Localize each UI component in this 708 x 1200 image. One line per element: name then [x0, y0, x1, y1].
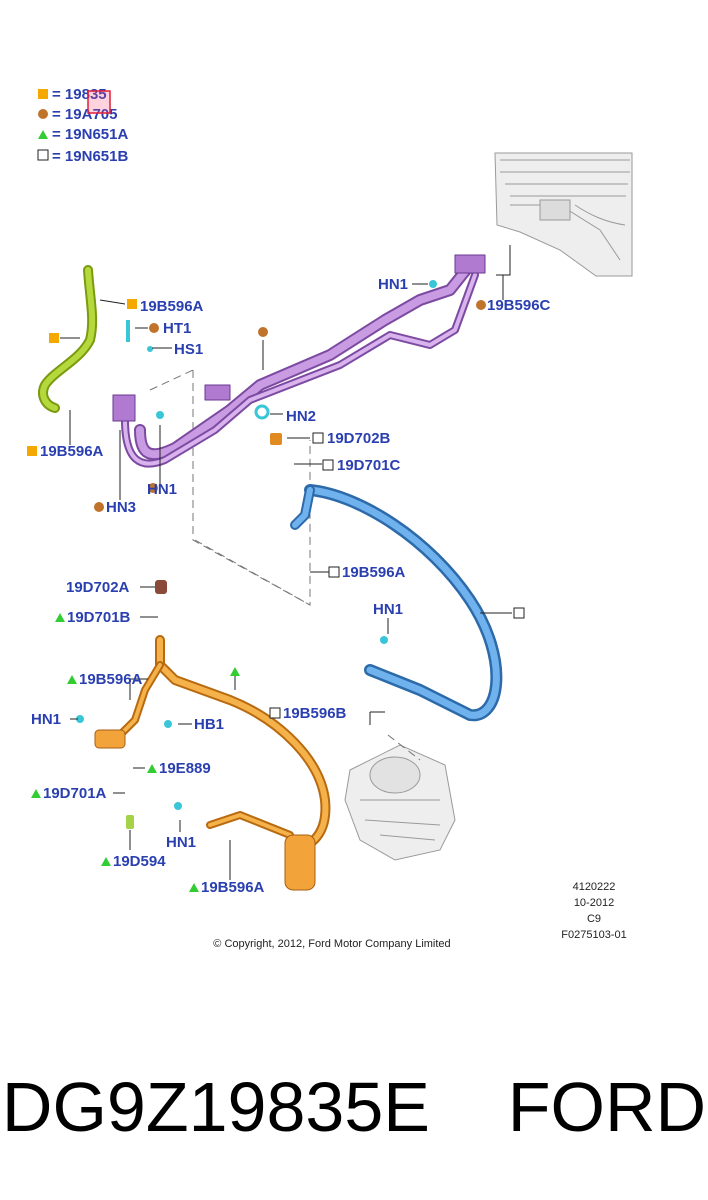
copyright-notice: © Copyright, 2012, Ford Motor Company Li… — [213, 938, 450, 950]
label-19d701b: 19D701B — [67, 609, 131, 626]
label-19d594: 19D594 — [113, 853, 166, 870]
marker-triangle-green — [101, 857, 111, 866]
legend-square-orange-icon — [38, 89, 48, 99]
label-hn1-mid: HN1 — [147, 481, 177, 498]
green-suction-hose — [38, 265, 98, 413]
label-19b596a-left: 19B596A — [40, 443, 104, 460]
label-hb1: HB1 — [194, 716, 224, 733]
leader-lines — [60, 245, 512, 880]
marker-square-orange — [49, 333, 59, 343]
marker-square-open — [312, 432, 324, 444]
label-hs1: HS1 — [174, 341, 203, 358]
legend-triangle-green-icon — [38, 130, 48, 139]
blue-discharge-hose — [290, 484, 503, 722]
label-19b596a-low: 19B596A — [79, 671, 143, 688]
label-19d701a: 19D701A — [43, 785, 107, 802]
compressor-illustration — [344, 744, 456, 861]
hvac-unit-illustration — [494, 152, 633, 277]
callout-markers — [27, 299, 525, 892]
legend: = 19835 = 19A705 = 19N651A = 19N651B — [37, 86, 128, 165]
legend-item-1: = 19A705 — [52, 106, 117, 123]
marker-circle-brown — [476, 300, 486, 310]
label-19b596a-mid: 19B596A — [342, 564, 406, 581]
part-number-caption: DG9Z19835E FORD — [1, 1068, 707, 1146]
label-hn1-blue: HN1 — [373, 601, 403, 618]
legend-item-2: = 19N651A — [52, 126, 128, 143]
label-19b596a-top: 19B596A — [140, 298, 204, 315]
fittings — [76, 280, 437, 829]
marker-circle-brown — [94, 502, 104, 512]
figure-id: F0275103-01 — [561, 929, 626, 941]
label-hn3: HN3 — [106, 499, 136, 516]
label-19e889: 19E889 — [159, 760, 211, 777]
marker-square-orange — [27, 446, 37, 456]
marker-triangle-green — [189, 883, 199, 892]
dash-lines — [149, 369, 421, 761]
marker-circle-brown — [148, 483, 158, 493]
legend-item-3: = 19N651B — [52, 148, 128, 165]
figure-code: 4120222 — [573, 881, 616, 893]
label-19b596a-bottom: 19B596A — [201, 879, 265, 896]
figure-date: 10-2012 — [574, 897, 614, 909]
label-19b596c: 19B596C — [487, 297, 551, 314]
label-19d701c: 19D701C — [337, 457, 401, 474]
marker-square-open — [513, 607, 525, 619]
marker-triangle-green — [230, 667, 240, 676]
label-hn1-top: HN1 — [378, 276, 408, 293]
marker-square-open — [269, 707, 281, 719]
label-ht1: HT1 — [163, 320, 191, 337]
marker-circle-brown — [149, 323, 159, 333]
figure-revision: C9 — [587, 913, 601, 925]
figure-info: 4120222 10-2012 C9 F0275103-01 — [561, 881, 626, 941]
label-hn1-bottom: HN1 — [166, 834, 196, 851]
callout-labels: 19B596A HT1 HS1 19B596A HN1 19B596C HN2 … — [31, 276, 551, 896]
label-19b596b: 19B596B — [283, 705, 347, 722]
marker-circle-brown — [258, 327, 268, 337]
purple-liquid-pipe — [112, 254, 486, 468]
label-hn2: HN2 — [286, 408, 316, 425]
marker-triangle-green — [147, 764, 157, 773]
marker-square-open — [322, 459, 334, 471]
marker-square-orange — [127, 299, 137, 309]
label-19d702a: 19D702A — [66, 579, 130, 596]
marker-triangle-green — [67, 675, 77, 684]
label-hn1-left: HN1 — [31, 711, 61, 728]
marker-triangle-green — [31, 789, 41, 798]
legend-square-open-icon — [37, 149, 49, 161]
label-19d702b: 19D702B — [327, 430, 391, 447]
orange-liquid-line — [94, 635, 331, 891]
marker-triangle-green — [55, 613, 65, 622]
legend-circle-brown-icon — [38, 109, 48, 119]
highlight-box — [87, 90, 111, 114]
marker-square-open — [328, 566, 340, 578]
